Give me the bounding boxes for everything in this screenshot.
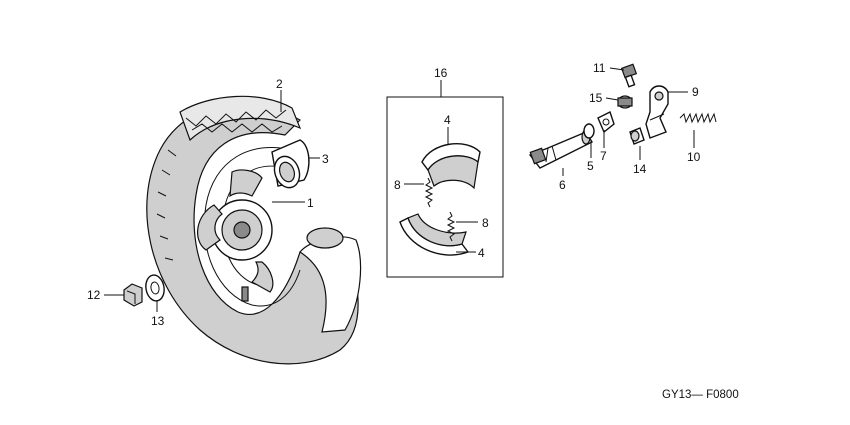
callout-9: 9 [692, 85, 699, 99]
callout-13: 13 [151, 314, 165, 328]
pin-14 [629, 127, 645, 145]
callout-12: 12 [87, 288, 101, 302]
bolt [620, 63, 638, 88]
axle-nut [123, 283, 143, 307]
wear-indicator-plate [597, 111, 615, 134]
return-spring [679, 112, 717, 124]
wheel-hub [211, 199, 273, 261]
callout-10: 10 [687, 150, 701, 164]
callout-4-lower: 4 [478, 246, 485, 260]
callout-8-lower: 8 [482, 216, 489, 230]
callout-numbers: 1 2 3 4 4 5 6 7 8 8 9 10 11 12 13 14 15 … [87, 61, 701, 328]
callout-4-upper: 4 [444, 113, 451, 127]
leader-lines [104, 67, 695, 312]
callout-7: 7 [600, 149, 607, 163]
rear-wheel [146, 95, 362, 365]
callout-3: 3 [322, 152, 329, 166]
dust-seal [583, 123, 595, 139]
tire-tread [156, 109, 287, 261]
callout-14: 14 [633, 162, 647, 176]
callout-11: 11 [593, 61, 606, 75]
callout-5: 5 [587, 159, 594, 173]
diagram-code: GY13— F0800 [662, 389, 739, 401]
callout-15: 15 [589, 91, 603, 105]
callout-2: 2 [276, 77, 283, 91]
nut-15 [617, 95, 633, 109]
callout-8-upper: 8 [394, 178, 401, 192]
callout-16: 16 [434, 66, 448, 80]
hub-collar [271, 139, 310, 189]
brake-arm [645, 85, 669, 139]
brake-shoe-set [386, 96, 504, 278]
callout-1: 1 [307, 196, 314, 210]
callout-6: 6 [559, 178, 566, 192]
brake-cam [528, 129, 593, 169]
